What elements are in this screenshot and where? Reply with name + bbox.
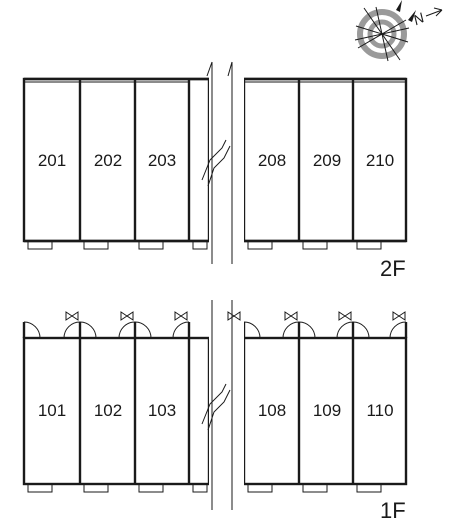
unit-label: 210 xyxy=(366,151,394,170)
unit-label: 110 xyxy=(366,401,393,420)
unit-label: 203 xyxy=(148,151,176,170)
floor-2f xyxy=(22,61,408,264)
floor-label: 1F xyxy=(380,498,406,523)
compass-arrow-icon xyxy=(425,7,443,17)
break-symbol xyxy=(201,383,231,431)
unit-label: 202 xyxy=(94,151,122,170)
compass-north-label: N xyxy=(411,9,428,28)
unit-label: 102 xyxy=(94,401,122,420)
break-symbol xyxy=(201,139,231,187)
floor-1f xyxy=(22,300,408,510)
unit-label: 209 xyxy=(313,151,341,170)
unit-label: 208 xyxy=(258,151,286,170)
unit-label: 101 xyxy=(38,401,66,420)
unit-label: 201 xyxy=(38,151,66,170)
unit-label: 103 xyxy=(148,401,176,420)
unit-label: 109 xyxy=(313,401,341,420)
compass-rose-icon xyxy=(354,0,416,62)
unit-label: 108 xyxy=(258,401,286,420)
floor-label: 2F xyxy=(380,256,406,281)
